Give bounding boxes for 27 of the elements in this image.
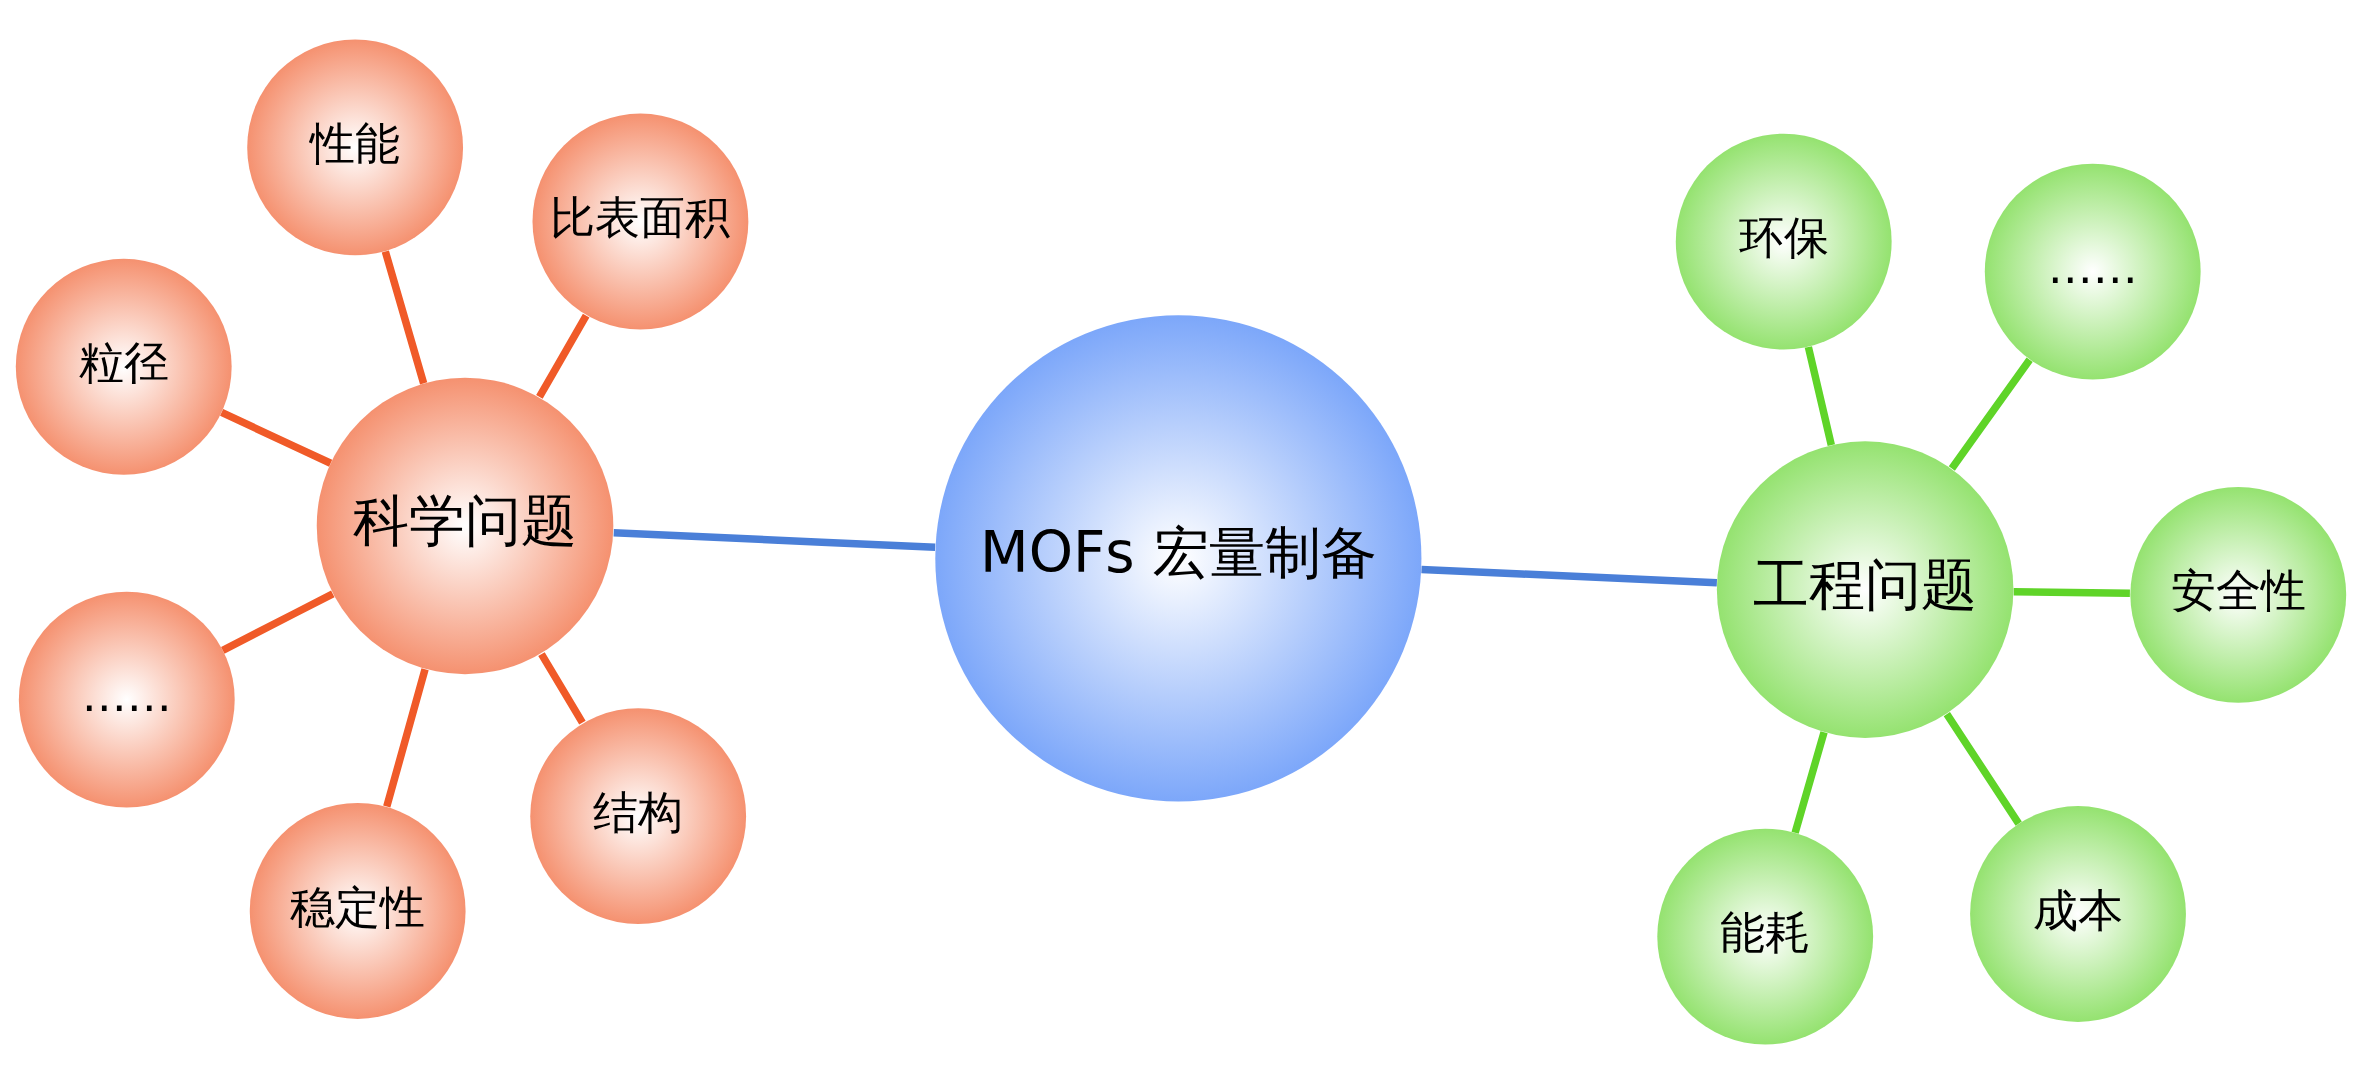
node-circle: 成本 xyxy=(1970,805,2186,1022)
connector xyxy=(2013,587,2130,597)
connector xyxy=(381,249,428,384)
node-circle: 比表面积 xyxy=(532,113,749,329)
node-circle: …… xyxy=(18,591,235,808)
node-circle: MOFs 宏量制备 xyxy=(935,314,1422,801)
connector xyxy=(1791,730,1828,834)
node-circle: 性能 xyxy=(247,39,464,255)
node-circle: …… xyxy=(1984,163,2201,380)
node-circle: 粒径 xyxy=(15,258,232,475)
connector xyxy=(383,667,429,808)
node-circle: 安全性 xyxy=(2130,486,2347,703)
connector xyxy=(1948,357,2033,471)
node-circle: 环保 xyxy=(1675,133,1892,350)
connector xyxy=(1804,345,1835,446)
node-circle: 能耗 xyxy=(1657,828,1874,1044)
node-circle: 结构 xyxy=(530,707,747,924)
connector xyxy=(1943,711,2022,826)
node-circle: 科学问题 xyxy=(316,377,614,674)
connector xyxy=(220,408,333,467)
connector xyxy=(536,313,590,399)
connector xyxy=(538,651,586,725)
node-circle: 稳定性 xyxy=(249,802,466,1019)
node-circle: 工程问题 xyxy=(1716,440,2014,738)
connector xyxy=(221,590,335,654)
connector xyxy=(1421,565,1718,587)
connector xyxy=(613,528,936,551)
